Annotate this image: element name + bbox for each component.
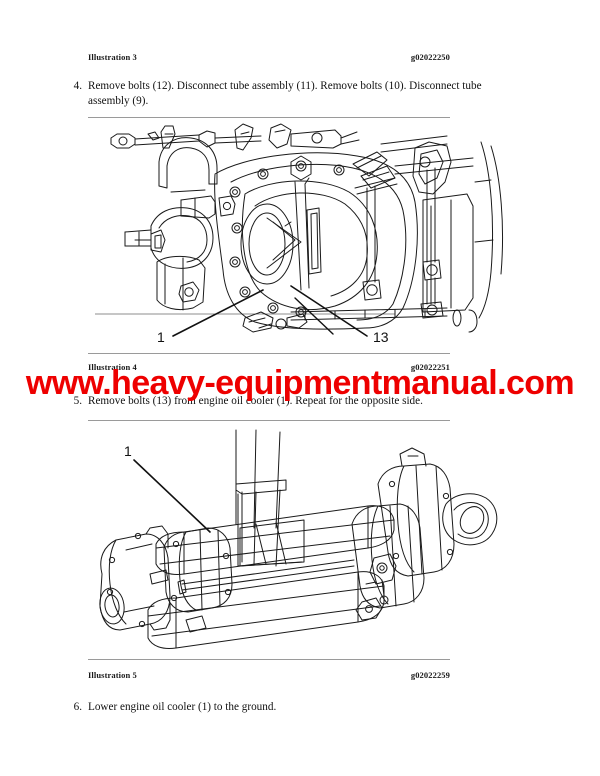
step-4: 4. Remove bolts (12). Disconnect tube as… — [66, 79, 518, 109]
illustration-5-caption: Illustration 5 g02022259 — [88, 670, 450, 684]
callout-13-engine-assembly: 13 — [373, 329, 389, 345]
illustration-5-label: Illustration 5 — [88, 670, 137, 680]
divider-rule-middle — [88, 353, 450, 354]
figure-cooler-lift: 1 — [90, 424, 510, 656]
illustration-4-caption: Illustration 4 g02022251 — [88, 362, 450, 376]
divider-rule-top — [88, 117, 450, 118]
callout-1-cooler-lift: 1 — [124, 443, 132, 459]
step-4-text: Remove bolts (12). Disconnect tube assem… — [88, 80, 482, 108]
illustration-3-label: Illustration 3 — [88, 52, 137, 62]
divider-rule-lower — [88, 420, 450, 421]
step-4-number: 4. — [73, 80, 82, 92]
illustration-3-caption: Illustration 3 g02022250 — [88, 52, 450, 66]
illustration-4-label: Illustration 4 — [88, 362, 137, 372]
divider-rule-bottom — [88, 659, 450, 660]
step-6-number: 6. — [73, 701, 82, 713]
illustration-4-code: g02022251 — [410, 362, 450, 372]
illustration-5-code: g02022259 — [410, 670, 450, 680]
step-6-text: Lower engine oil cooler (1) to the groun… — [88, 701, 277, 713]
figure-engine-assembly: 1 13 — [95, 122, 515, 352]
step-5-number: 5. — [73, 395, 82, 407]
callout-1-engine-assembly: 1 — [157, 329, 165, 345]
step-6: 6. Lower engine oil cooler (1) to the gr… — [66, 700, 518, 715]
illustration-3-code: g02022250 — [410, 52, 450, 62]
step-5-text: Remove bolts (13) from engine oil cooler… — [88, 395, 423, 407]
step-5: 5. Remove bolts (13) from engine oil coo… — [66, 394, 518, 409]
